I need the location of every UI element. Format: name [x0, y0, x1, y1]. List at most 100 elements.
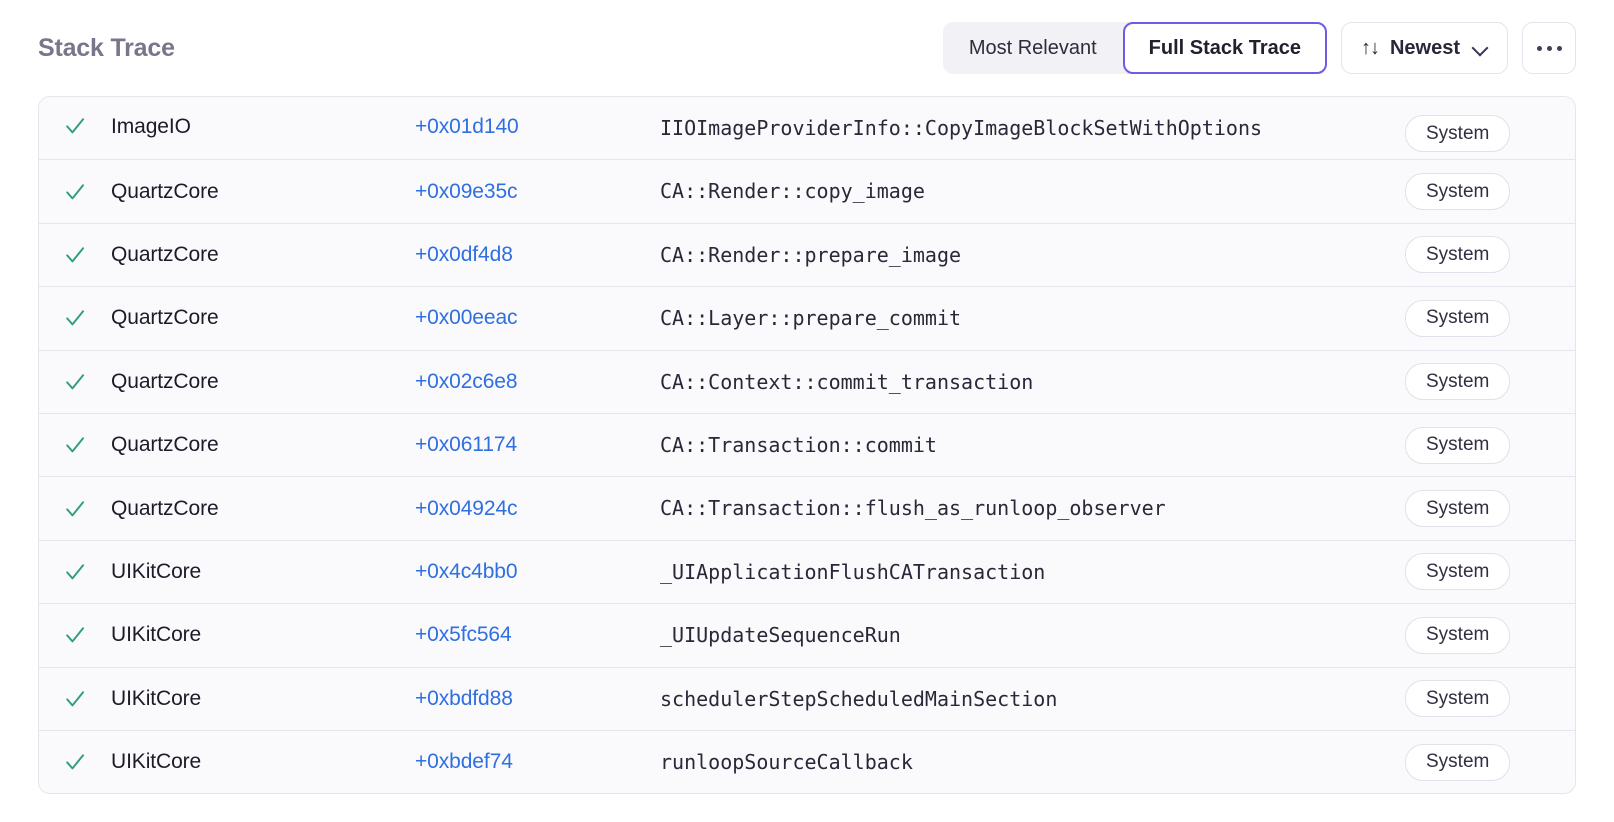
row-badge-cell: System [1405, 414, 1575, 476]
table-row[interactable]: ImageIO +0x01d140 IIOImageProviderInfo::Co… [39, 97, 1575, 161]
row-badge-cell: System [1405, 224, 1575, 286]
row-badge-cell: System [1405, 351, 1575, 413]
row-offset-link[interactable]: +0xbdfd88 [415, 686, 513, 710]
row-offset-link[interactable]: +0x00eeac [415, 306, 518, 330]
row-module-name: QuartzCore [111, 369, 219, 393]
row-module-name: UIKitCore [111, 686, 202, 710]
tab-full-stack-trace[interactable]: Full Stack Trace [1122, 22, 1327, 74]
row-offset-link[interactable]: +0x4c4bb0 [415, 559, 518, 583]
row-check-cell[interactable] [39, 541, 111, 603]
checkmark-icon [66, 627, 85, 643]
stack-trace-view-toggle[interactable]: Most Relevant Full Stack Trace [942, 22, 1327, 74]
status-badge: System [1405, 426, 1511, 464]
checkmark-icon [66, 118, 85, 134]
row-check-cell[interactable] [39, 731, 111, 793]
checkmark-icon [66, 500, 85, 516]
row-module-name: QuartzCore [111, 306, 219, 330]
row-offset-link[interactable]: +0x01d140 [415, 115, 519, 138]
row-function-name: CA::Context::commit_transaction [660, 369, 1034, 394]
chevron-down-icon [1473, 41, 1488, 56]
sort-button[interactable]: ↑↓ Newest [1340, 22, 1508, 74]
row-check-cell[interactable] [39, 668, 111, 730]
status-badge: System [1405, 363, 1511, 401]
row-offset-link[interactable]: +0x5fc564 [415, 623, 512, 647]
row-module-name: UIKitCore [111, 750, 202, 774]
row-badge-cell: System [1405, 668, 1575, 730]
page-title: Stack Trace [38, 33, 175, 62]
checkmark-icon [66, 754, 85, 770]
row-function-name: CA::Render::copy_image [660, 179, 925, 204]
row-offset-link[interactable]: +0x02c6e8 [415, 369, 518, 393]
row-offset-link[interactable]: +0x0df4d8 [415, 242, 513, 266]
row-offset-link[interactable]: +0xbdef74 [415, 750, 513, 774]
status-badge: System [1405, 680, 1511, 718]
table-row[interactable]: UIKitCore +0xbdfd88 schedulerStepScheduled… [39, 667, 1575, 731]
row-check-cell[interactable] [39, 414, 111, 476]
row-function-name: runloopSourceCallback [660, 749, 913, 774]
sort-label: Newest [1389, 36, 1460, 59]
header-controls: Most Relevant Full Stack Trace ↑↓ Newest [942, 22, 1576, 74]
status-badge: System [1405, 553, 1511, 591]
status-badge: System [1405, 173, 1511, 211]
ellipsis-icon [1536, 45, 1542, 51]
row-badge-cell: System [1405, 604, 1575, 666]
more-options-button[interactable] [1522, 22, 1576, 74]
ellipsis-icon [1546, 45, 1552, 51]
row-check-cell[interactable] [39, 160, 111, 222]
table-row[interactable]: UIKitCore +0x4c4bb0 _UIApplicationFlushCAT… [39, 540, 1575, 605]
row-function-name: schedulerStepScheduledMainSection [660, 686, 1058, 711]
row-offset-link[interactable]: +0x061174 [415, 433, 518, 457]
row-module-name: QuartzCore [111, 242, 219, 266]
stack-trace-table: ImageIO +0x01d140 IIOImageProviderInfo::Co… [38, 96, 1576, 795]
row-function-name: _UIApplicationFlushCATransaction [660, 559, 1046, 584]
checkmark-icon [66, 183, 85, 199]
row-function-name: CA::Transaction::flush_as_runloop_observ… [660, 496, 1166, 521]
row-function-name: _UIUpdateSequenceRun [660, 623, 901, 648]
row-badge-cell: System [1405, 160, 1575, 222]
row-check-cell[interactable] [39, 224, 111, 286]
panel-header: Stack Trace Most Relevant Full Stack Tra… [0, 0, 1614, 96]
status-badge: System [1405, 616, 1511, 654]
row-offset-link[interactable]: +0x09e35c [415, 179, 518, 203]
row-function-name: CA::Transaction::commit [660, 432, 937, 457]
status-badge: System [1405, 236, 1511, 274]
table-row[interactable]: QuartzCore +0x00eeac CA::Layer::prepare_co… [39, 287, 1575, 351]
table-row[interactable]: QuartzCore +0x0df4d8 CA::Render::prepare_i… [39, 223, 1575, 288]
row-module-name: QuartzCore [111, 496, 219, 520]
row-check-cell[interactable] [39, 287, 111, 349]
status-badge: System [1405, 490, 1511, 528]
checkmark-icon [66, 690, 85, 707]
row-badge-cell: System [1405, 541, 1575, 603]
row-function-name: IIOImageProviderInfo::CopyImageBlockSetW… [660, 116, 1263, 140]
row-check-cell[interactable] [39, 604, 111, 666]
table-row[interactable]: UIKitCore +0xbdef74 runloopSourceCallback S… [39, 730, 1575, 794]
table-row[interactable]: QuartzCore +0x02c6e8 CA::Context::commit_t… [39, 350, 1575, 414]
row-function-name: CA::Render::prepare_image [660, 242, 962, 267]
ellipsis-icon [1556, 45, 1562, 51]
row-check-cell[interactable] [39, 97, 111, 159]
row-module-name: ImageIO [111, 115, 191, 138]
row-function-name: CA::Layer::prepare_commit [660, 306, 962, 331]
row-check-cell[interactable] [39, 477, 111, 539]
status-badge: System [1405, 743, 1511, 781]
row-badge-cell: System [1405, 287, 1575, 349]
table-row[interactable]: QuartzCore +0x04924c CA::Transaction::flus… [39, 477, 1575, 541]
row-badge-cell: System [1405, 731, 1575, 793]
checkmark-icon [66, 374, 85, 390]
status-badge: System [1405, 115, 1511, 152]
row-module-name: UIKitCore [111, 559, 202, 583]
row-badge-cell: System [1405, 97, 1575, 159]
checkmark-icon [66, 564, 85, 580]
checkmark-icon [66, 310, 85, 326]
tab-most-relevant[interactable]: Most Relevant [968, 36, 1097, 59]
sort-arrows-icon: ↑↓ [1360, 37, 1380, 59]
checkmark-icon [66, 247, 85, 263]
checkmark-icon [66, 437, 85, 453]
status-badge: System [1405, 299, 1511, 337]
row-offset-link[interactable]: +0x04924c [415, 496, 518, 520]
row-check-cell[interactable] [39, 351, 111, 413]
